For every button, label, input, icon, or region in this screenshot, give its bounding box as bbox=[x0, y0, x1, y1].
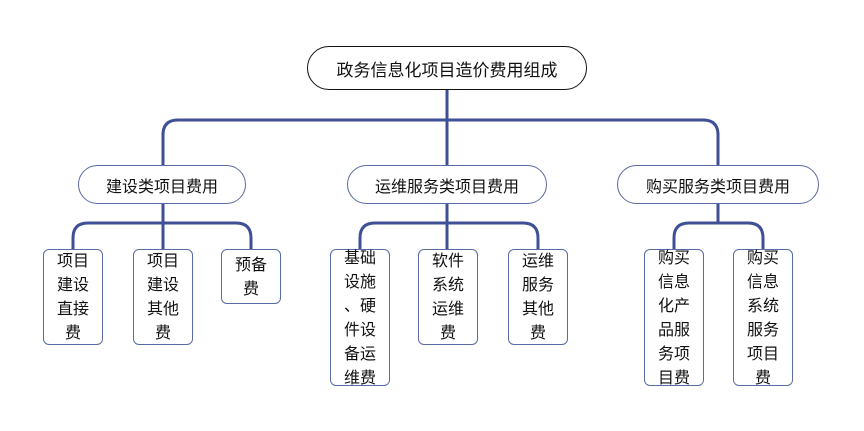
item-text: 维费 bbox=[343, 367, 376, 387]
category-label: 建设类项目费用 bbox=[105, 176, 218, 196]
item-text: 费 bbox=[64, 323, 81, 342]
item-text: 基础 bbox=[343, 247, 376, 267]
item-text: 务项 bbox=[657, 343, 690, 363]
root-node: 政务信息化项目造价费用组成 bbox=[307, 46, 587, 90]
item-maintenance-other-cost: 运维 服务 其他 费 bbox=[508, 249, 568, 345]
item-text: 服务 bbox=[746, 319, 779, 339]
item-text: 其他 bbox=[146, 299, 179, 318]
item-text: 设施 bbox=[343, 271, 376, 291]
connector-purchase-to-items bbox=[672, 204, 765, 250]
item-text: 预备 bbox=[234, 254, 267, 274]
item-text: 费 bbox=[154, 323, 171, 342]
item-text: 费 bbox=[529, 323, 546, 342]
item-infrastructure-maintenance: 基础 设施 、硬 件设 备运 维费 bbox=[330, 247, 390, 387]
item-text: 运维 bbox=[521, 251, 554, 270]
item-text: 费 bbox=[754, 367, 771, 387]
connector-root-to-categories bbox=[161, 90, 720, 165]
item-purchase-system-service: 购买 信息 系统 服务 项目 费 bbox=[733, 247, 793, 387]
connector-construction-to-items bbox=[71, 204, 253, 250]
item-text: 件设 bbox=[343, 319, 376, 339]
item-text: 系统 bbox=[431, 275, 464, 294]
item-text: 费 bbox=[439, 323, 456, 342]
connector-operation-to-items bbox=[358, 204, 540, 250]
root-label: 政务信息化项目造价费用组成 bbox=[336, 60, 558, 81]
item-text: 化产 bbox=[657, 295, 690, 315]
item-text: 直接 bbox=[56, 299, 89, 318]
category-construction: 建设类项目费用 bbox=[78, 165, 246, 204]
item-text: 购买 bbox=[746, 247, 779, 267]
item-text: 项目 bbox=[746, 343, 779, 363]
item-text: 信息 bbox=[746, 271, 779, 291]
item-software-maintenance: 软件 系统 运维 费 bbox=[418, 249, 478, 345]
item-text: 品服 bbox=[657, 319, 690, 339]
item-project-direct-cost: 项目 建设 直接 费 bbox=[43, 249, 103, 345]
item-text: 项目 bbox=[56, 251, 89, 270]
item-project-other-cost: 项目 建设 其他 费 bbox=[133, 249, 193, 345]
item-text: 项目 bbox=[146, 251, 179, 270]
item-text: 目费 bbox=[657, 367, 690, 387]
item-text: 运维 bbox=[431, 299, 464, 318]
category-label: 运维服务类项目费用 bbox=[374, 176, 519, 196]
item-text: 建设 bbox=[146, 275, 179, 294]
item-reserve-cost: 预备 费 bbox=[221, 249, 281, 304]
category-operation-service: 运维服务类项目费用 bbox=[347, 165, 547, 204]
item-text: 备运 bbox=[343, 343, 376, 363]
item-text: 建设 bbox=[56, 275, 89, 294]
item-text: 费 bbox=[242, 278, 259, 298]
category-label: 购买服务类项目费用 bbox=[645, 176, 790, 196]
item-purchase-it-product-service: 购买 信息 化产 品服 务项 目费 bbox=[644, 247, 704, 387]
category-purchase-service: 购买服务类项目费用 bbox=[617, 165, 819, 204]
item-text: 、硬 bbox=[343, 295, 376, 315]
item-text: 其他 bbox=[521, 299, 554, 318]
item-text: 系统 bbox=[746, 295, 779, 315]
item-text: 软件 bbox=[431, 251, 464, 270]
item-text: 服务 bbox=[521, 275, 554, 294]
item-text: 信息 bbox=[657, 271, 690, 291]
item-text: 购买 bbox=[657, 247, 690, 267]
